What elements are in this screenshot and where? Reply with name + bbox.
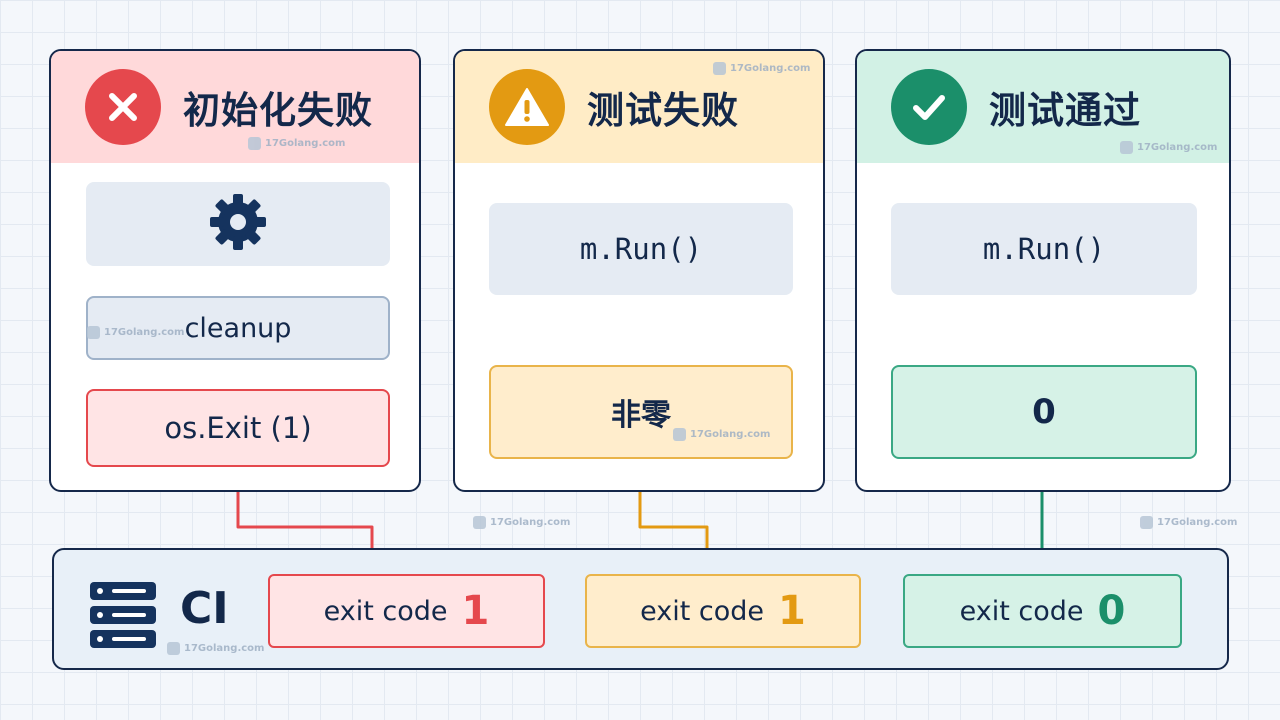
- watermark: 17Golang.com: [1140, 516, 1237, 529]
- nonzero-box: 非零: [489, 365, 793, 459]
- panel-header-test-pass: 测试通过: [857, 51, 1229, 163]
- watermark: 17Golang.com: [167, 642, 264, 655]
- close-icon: [85, 69, 161, 145]
- watermark: 17Golang.com: [87, 326, 184, 339]
- os-exit-box: os.Exit (1): [86, 389, 390, 467]
- cleanup-box: cleanup: [86, 296, 390, 360]
- zero-box: 0: [891, 365, 1197, 459]
- watermark-logo-icon: [87, 326, 100, 339]
- run-box: m.Run(): [489, 203, 793, 295]
- watermark: 17Golang.com: [248, 137, 345, 150]
- exit-code-value: 1: [461, 588, 490, 634]
- exit-code-value: 0: [1097, 588, 1126, 634]
- watermark-logo-icon: [473, 516, 486, 529]
- watermark: 17Golang.com: [673, 428, 770, 441]
- ci-label: CI: [180, 583, 229, 634]
- exit-code-label: exit code: [640, 595, 765, 627]
- watermark-logo-icon: [713, 62, 726, 75]
- watermark-logo-icon: [1120, 141, 1133, 154]
- nonzero-label: 非零: [611, 398, 671, 433]
- exit-code-fail-box: exit code 1: [268, 574, 545, 648]
- panel-test-pass: 测试通过 m.Run() 0: [855, 49, 1231, 492]
- watermark: 17Golang.com: [1120, 141, 1217, 154]
- warning-icon: [489, 69, 565, 145]
- panel-title: 测试失败: [587, 89, 739, 132]
- watermark-logo-icon: [673, 428, 686, 441]
- cleanup-label: cleanup: [184, 312, 292, 344]
- watermark-logo-icon: [167, 642, 180, 655]
- exit-code-value: 1: [778, 588, 806, 634]
- watermark-logo-icon: [248, 137, 261, 150]
- panel-init-fail: 初始化失败 cleanup os.Exit (1: [49, 49, 421, 492]
- panel-title: 初始化失败: [183, 89, 373, 132]
- setup-box: [86, 182, 390, 266]
- server-icon: [90, 582, 156, 652]
- exit-code-pass-box: exit code 0: [903, 574, 1182, 648]
- exit-code-label: exit code: [959, 595, 1084, 627]
- run-box: m.Run(): [891, 203, 1197, 295]
- check-icon: [891, 69, 967, 145]
- panel-title: 测试通过: [989, 89, 1141, 132]
- panel-header-test-fail: 测试失败: [455, 51, 823, 163]
- exit-code-label: exit code: [323, 595, 448, 627]
- exit-code-warn-box: exit code 1: [585, 574, 861, 648]
- run-label: m.Run(): [579, 232, 703, 266]
- run-label: m.Run(): [982, 232, 1106, 266]
- os-exit-label: os.Exit (1): [164, 411, 312, 445]
- watermark: 17Golang.com: [473, 516, 570, 529]
- watermark: 17Golang.com: [713, 62, 810, 75]
- watermark-logo-icon: [1140, 516, 1153, 529]
- panel-test-fail: 测试失败 m.Run() 非零: [453, 49, 825, 492]
- panel-header-init-fail: 初始化失败: [51, 51, 419, 163]
- zero-label: 0: [1032, 392, 1056, 432]
- gear-icon: [207, 191, 269, 257]
